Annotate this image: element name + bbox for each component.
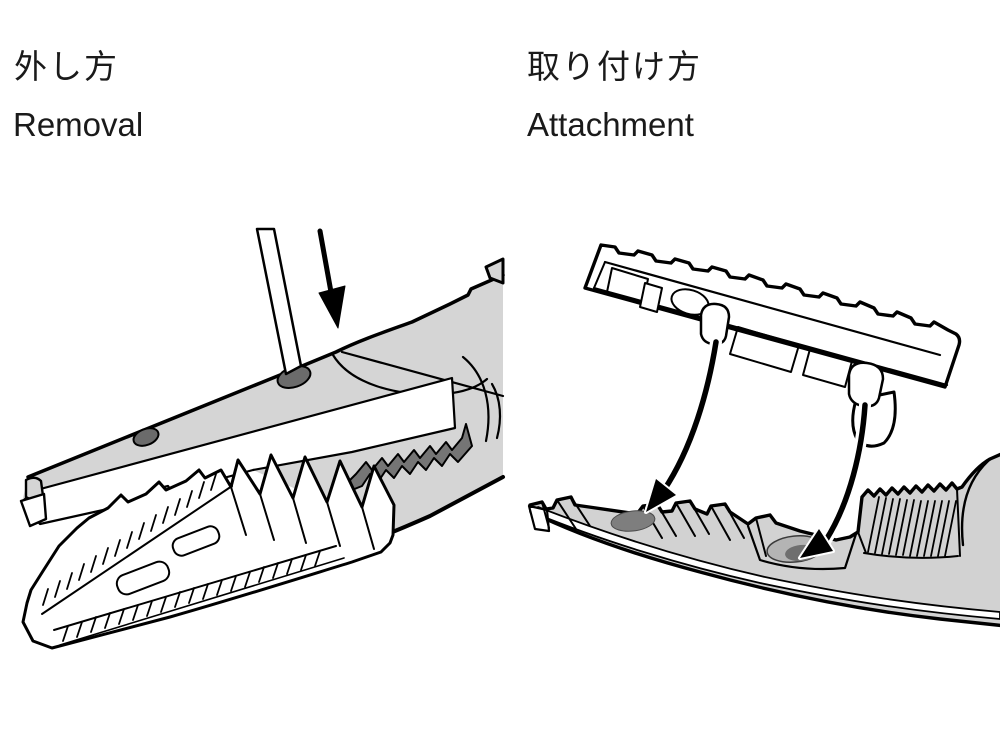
pliers-lower-jaw — [527, 452, 1000, 628]
insertion-arrow-front — [644, 336, 722, 514]
jaw-cover-underside — [583, 243, 962, 448]
cover-pin-rear — [847, 361, 885, 408]
attachment-illustration — [527, 243, 1000, 628]
insertion-arrow-rear — [798, 399, 871, 560]
attachment-title-japanese: 取り付け方 — [527, 48, 702, 85]
grip-serrations — [867, 496, 957, 557]
removed-jaw-cover — [21, 453, 396, 650]
push-rod — [255, 227, 303, 376]
pin-hole-front — [610, 510, 656, 532]
side-pin-hole — [132, 427, 160, 447]
removal-illustration — [19, 227, 505, 650]
cover-pin-front — [699, 302, 731, 346]
attachment-title-english: Attachment — [527, 106, 694, 143]
removal-title-japanese: 外し方 — [14, 48, 119, 85]
removal-title-english: Removal — [13, 106, 144, 143]
push-down-arrow-icon — [317, 228, 346, 329]
